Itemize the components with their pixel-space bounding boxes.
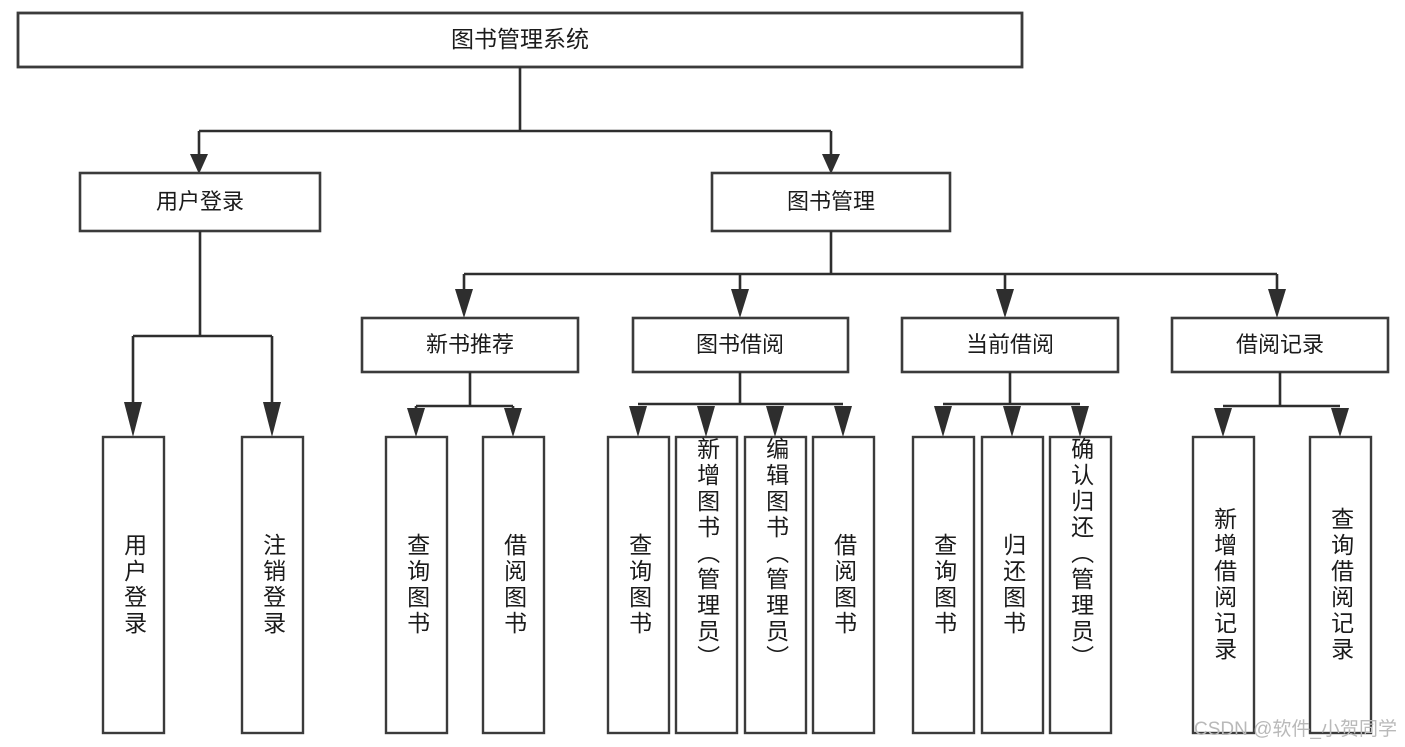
leaf-box-user-login-1[interactable] [101,435,166,735]
node-book-management-box[interactable] [710,171,952,233]
leaf-box-borrowrecord-2[interactable] [1308,435,1373,735]
arrowhead-leaf-bookborrow-1 [629,406,647,437]
arrowhead-leaf-borrowrecord-1 [1214,408,1232,437]
arrowhead-leaf-currentborrow-2 [1003,406,1021,437]
leaf-box-newbook-2[interactable] [481,435,546,735]
arrowhead-new-book [455,289,473,318]
csdn-watermark: CSDN @软件_小贺同学 [1194,719,1397,740]
node-book-borrow-label: 图书借阅 [696,332,784,357]
leaf-box-currentborrow-1[interactable] [911,435,976,735]
leaf-box-bookborrow-1[interactable] [606,435,671,735]
leaf-box-newbook-1[interactable] [384,435,449,735]
arrowhead-leaf-borrowrecord-2 [1331,408,1349,437]
arrowhead-leaf-bookborrow-2 [697,406,715,437]
arrowhead-leaf-bookborrow-4 [834,406,852,437]
node-borrow-record-box[interactable] [1170,316,1390,374]
node-book-borrow-box[interactable] [631,316,850,374]
arrowhead-leaf-newbook-2 [504,408,522,437]
leaf-box-currentborrow-3[interactable] [1048,435,1113,735]
arrowhead-leaf-user-login-2 [263,402,281,437]
arrowhead-user-login [190,154,208,174]
arrowhead-current-borrow [996,289,1014,318]
node-root-label: 图书管理系统 [451,26,589,52]
leaf-box-bookborrow-4[interactable] [811,435,876,735]
node-current-borrow-label: 当前借阅 [966,332,1054,357]
arrowhead-leaf-bookborrow-3 [766,406,784,437]
node-book-management-label: 图书管理 [787,189,875,214]
leaf-box-borrowrecord-1[interactable] [1191,435,1256,735]
node-user-login-label: 用户登录 [156,189,244,214]
node-new-book-recommend-box[interactable] [360,316,580,374]
node-current-borrow-box[interactable] [900,316,1120,374]
node-root-box[interactable] [16,11,1024,69]
arrowhead-book-mgmt [822,154,840,174]
leaf-box-user-login-2[interactable] [240,435,305,735]
arrowhead-book-borrow [731,289,749,318]
arrowhead-leaf-currentborrow-1 [934,406,952,437]
leaf-box-bookborrow-3[interactable] [743,435,808,735]
leaf-box-currentborrow-2[interactable] [980,435,1045,735]
arrowhead-leaf-user-login-1 [124,402,142,437]
node-borrow-record-label: 借阅记录 [1236,332,1324,357]
leaf-box-bookborrow-2[interactable] [674,435,739,735]
node-new-book-recommend-label: 新书推荐 [426,332,514,357]
arrowhead-borrow-record [1268,289,1286,318]
arrowhead-leaf-currentborrow-3 [1071,406,1089,437]
arrowhead-leaf-newbook-1 [407,408,425,437]
